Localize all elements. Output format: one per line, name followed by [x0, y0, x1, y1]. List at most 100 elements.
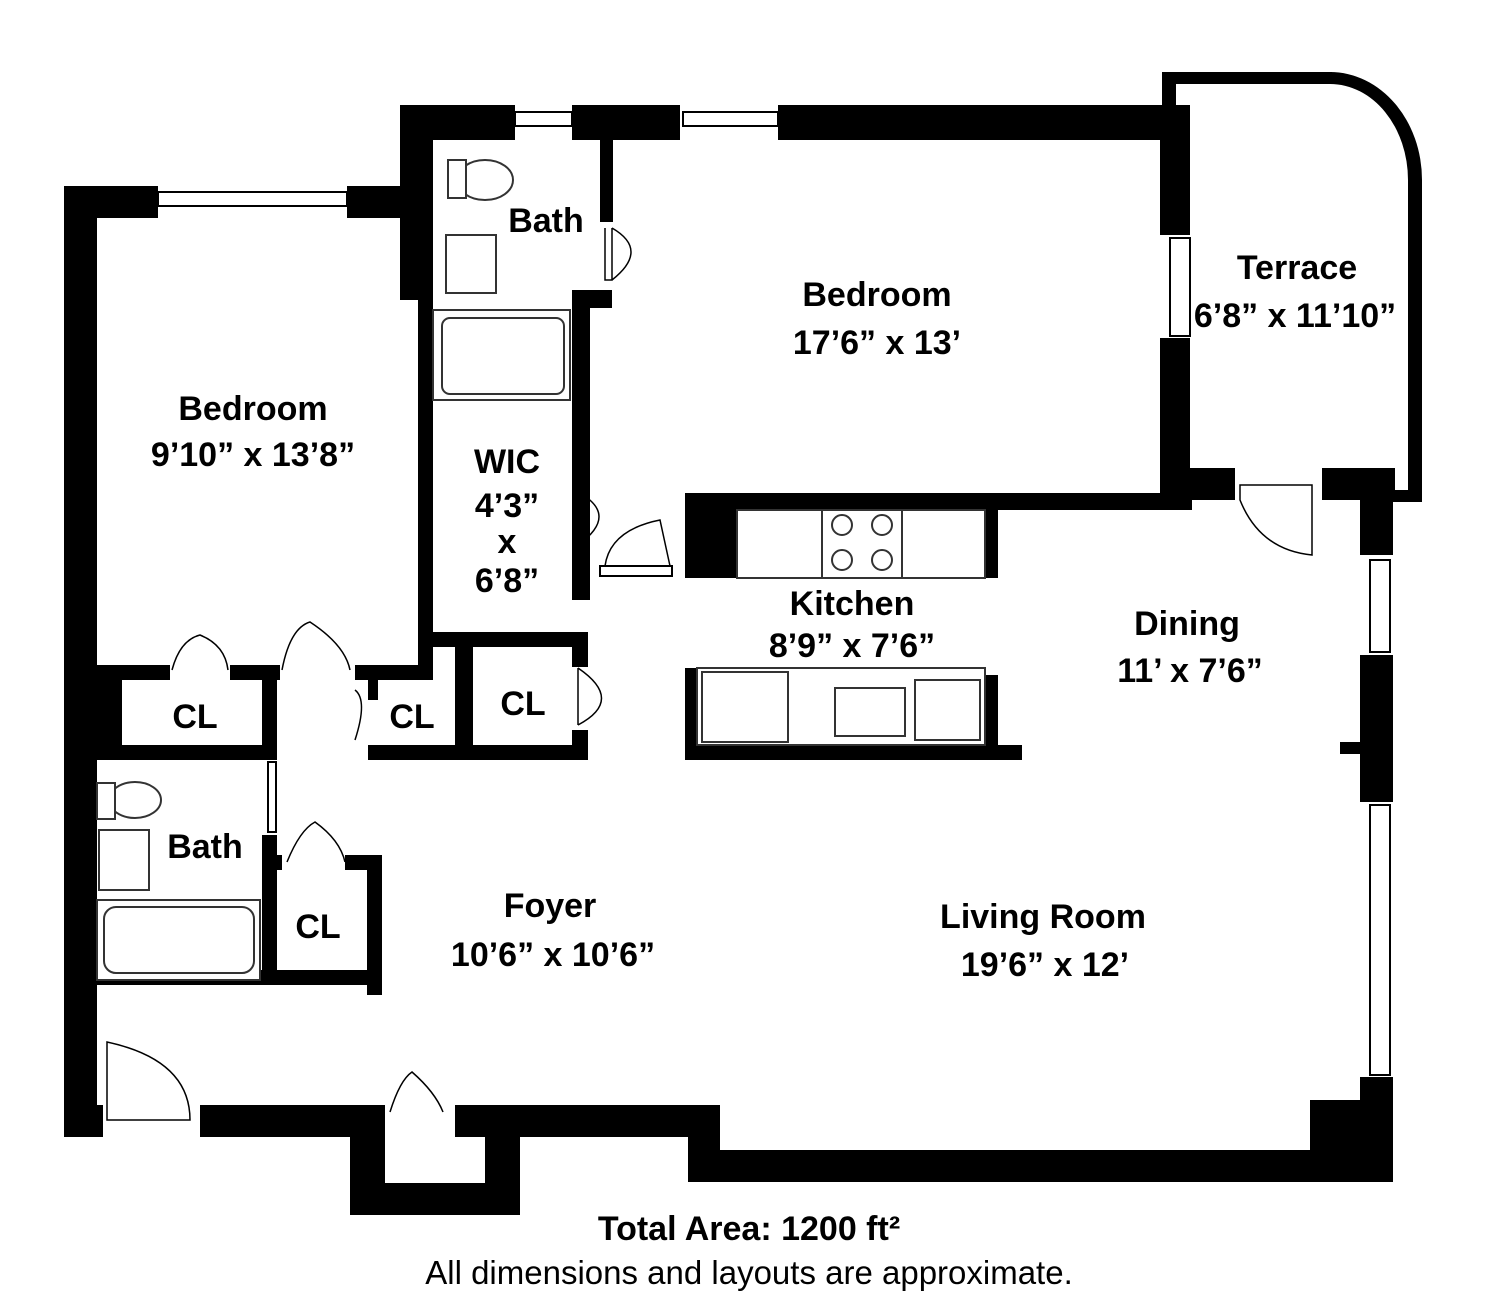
stove-icon: [821, 509, 903, 579]
wall: [262, 665, 277, 760]
refrigerator-icon: [701, 671, 789, 743]
door-swing: [286, 821, 346, 863]
wall: [368, 680, 378, 700]
window: [682, 111, 779, 127]
window: [599, 565, 673, 577]
wall: [572, 290, 612, 308]
room-dims: 4’3”: [475, 487, 539, 525]
wall: [97, 745, 277, 760]
room-name: Terrace: [1237, 249, 1357, 287]
window: [1169, 237, 1191, 337]
room-name: CL: [172, 698, 217, 736]
wall: [368, 745, 588, 760]
door-swing: [354, 689, 363, 741]
room-name: Living Room: [940, 898, 1146, 936]
room-dims: 10’6” x 10’6”: [451, 936, 655, 974]
wall: [262, 835, 277, 985]
window: [1369, 804, 1391, 1076]
window: [514, 111, 573, 127]
door-swing: [281, 621, 351, 671]
terrace-curved-wall: [1330, 72, 1422, 500]
room-dims: 9’10” x 13’8”: [151, 436, 355, 474]
room-name: WIC: [474, 443, 540, 481]
wall: [685, 745, 1022, 760]
terrace-door-swing: [1239, 484, 1313, 556]
total-area: Total Area: 1200 ft²: [597, 1210, 901, 1248]
wall: [97, 665, 122, 760]
wall: [64, 1105, 103, 1137]
room-name: CL: [500, 685, 545, 723]
wall: [685, 493, 737, 578]
wall: [572, 632, 588, 667]
room-name: Bedroom: [802, 276, 951, 314]
window: [157, 191, 348, 207]
dishwasher-icon: [914, 679, 981, 741]
wall: [1160, 338, 1190, 503]
wall: [1190, 468, 1235, 500]
entry-door-swing: [106, 1041, 191, 1121]
wall: [64, 186, 97, 1137]
room-name: Bath: [167, 828, 243, 866]
door-swing: [577, 667, 603, 726]
door-swing: [604, 227, 632, 281]
room-name: Dining: [1134, 605, 1240, 643]
wall: [1385, 490, 1422, 502]
walls: [64, 72, 1422, 1215]
wall: [355, 665, 433, 680]
wall: [688, 1150, 1393, 1182]
wall: [262, 855, 282, 870]
wall: [455, 635, 473, 760]
wall: [485, 1105, 520, 1215]
wall: [1360, 655, 1393, 802]
wall: [418, 632, 588, 647]
kitchen-sink-icon: [834, 687, 906, 737]
room-name: Bedroom: [178, 390, 327, 428]
room-dims: 19’6” x 12’: [961, 946, 1129, 984]
wall: [985, 493, 998, 578]
door-swing: [171, 634, 229, 671]
sink-icon: [98, 829, 150, 891]
room-name: CL: [389, 698, 434, 736]
wall: [685, 668, 697, 760]
bathtub-icon: [432, 309, 571, 401]
wall: [778, 105, 1190, 140]
wall: [572, 290, 590, 600]
door-swing: [389, 1071, 444, 1113]
doors: [106, 227, 1313, 1121]
room-dims: 6’8” x 11’10”: [1194, 297, 1396, 335]
windows: [157, 111, 1391, 1076]
wall: [1340, 742, 1370, 754]
wall: [64, 186, 158, 218]
room-dims: 8’9” x 7’6”: [769, 627, 935, 665]
window: [267, 761, 277, 833]
wall: [685, 493, 1192, 510]
toilet-icon: [96, 781, 162, 820]
door-swing: [577, 491, 600, 546]
fixtures: [96, 159, 986, 981]
wall: [572, 560, 588, 600]
sink-icon: [445, 234, 497, 294]
room-dims: x: [498, 523, 517, 561]
wall: [400, 105, 515, 140]
bathtub-icon: [96, 899, 261, 981]
room-name: CL: [295, 908, 340, 946]
wall: [1162, 72, 1332, 84]
room-name: Foyer: [504, 887, 597, 925]
room-dims: 11’ x 7’6”: [1117, 652, 1263, 690]
wall: [600, 140, 613, 222]
disclaimer: All dimensions and layouts are approxima…: [425, 1254, 1073, 1291]
wall: [1160, 105, 1190, 235]
wall: [572, 730, 588, 760]
wall: [418, 290, 433, 670]
room-name: Bath: [508, 202, 584, 240]
window: [1369, 559, 1391, 653]
room-name: Kitchen: [790, 585, 915, 623]
wall: [985, 675, 998, 760]
room-dims: 6’8”: [475, 562, 539, 600]
door-swing: [604, 519, 671, 567]
wall: [367, 855, 382, 995]
room-dims: 17’6” x 13’: [793, 324, 961, 362]
toilet-icon: [447, 159, 514, 201]
